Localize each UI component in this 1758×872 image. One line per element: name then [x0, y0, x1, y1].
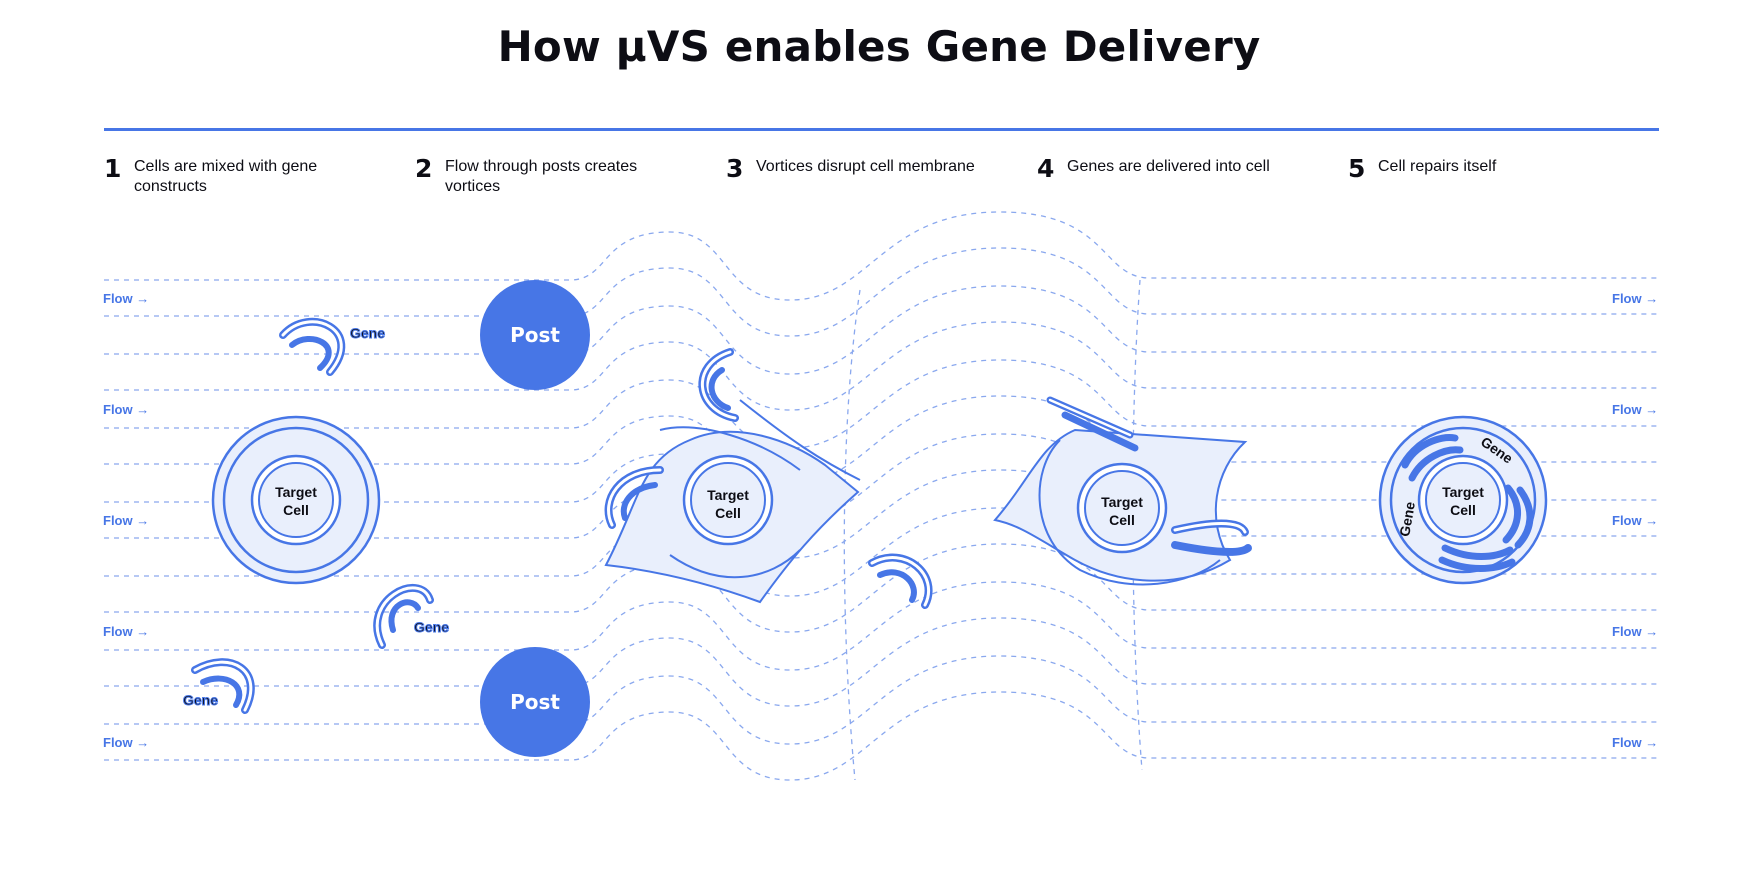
post-bottom: Post — [480, 647, 590, 757]
gene-construct — [373, 584, 434, 649]
post-top: Post — [480, 280, 590, 390]
step-3: 3 Vortices disrupt cell membrane — [726, 154, 1016, 184]
step-2-text: Flow through posts creates vortices — [445, 158, 638, 195]
flow-line — [104, 655, 1660, 745]
cell-label-line1: Target — [1442, 484, 1484, 500]
cell-membrane-fragment — [659, 426, 801, 471]
flow-label: Flow → — [103, 735, 149, 750]
cell-label-line1: Target — [1101, 494, 1143, 510]
flow-label: Flow → — [103, 402, 149, 417]
step-4: 4 Genes are delivered into cell — [1037, 154, 1327, 184]
step-1-number: 1 — [104, 154, 122, 183]
flow-label: Flow → — [103, 624, 149, 639]
step-4-text: Genes are delivered into cell — [1067, 158, 1270, 175]
step-1: 1 Cells are mixed with gene constructs — [104, 154, 394, 197]
diagram-title: How µVS enables Gene Delivery — [497, 22, 1261, 71]
post-label: Post — [510, 690, 560, 714]
cell-membrane-fragment — [669, 549, 801, 579]
step-2: 2 Flow through posts creates vortices — [415, 154, 705, 197]
step-5: 5 Cell repairs itself — [1348, 154, 1638, 184]
flow-labels: Flow → Flow → Flow → Flow → Flow → Flow … — [103, 291, 1658, 750]
flow-label: Flow → — [1612, 624, 1658, 639]
flow-label: Flow → — [1612, 735, 1658, 750]
cell-label-line1: Target — [707, 487, 749, 503]
cell-membrane-fragment — [739, 399, 861, 481]
flow-label: Flow → — [1612, 513, 1658, 528]
flow-line — [104, 581, 1660, 671]
gene-constructs: Gene Gene Gene — [183, 317, 1534, 714]
flow-label: Flow → — [1612, 402, 1658, 417]
gene-construct — [1401, 433, 1534, 572]
gene-label: Gene — [183, 692, 218, 708]
gene-label: Gene — [1396, 500, 1418, 537]
step-1-text: Cells are mixed with gene constructs — [134, 158, 318, 195]
flow-line — [104, 247, 1660, 337]
flow-label: Flow → — [1612, 291, 1658, 306]
flow-line — [104, 691, 1660, 781]
cell-label-line1: Target — [275, 484, 317, 500]
post-circle — [480, 280, 590, 390]
flow-line — [104, 211, 1660, 301]
gene-construct — [1171, 519, 1252, 556]
flow-line — [104, 543, 1660, 633]
flow-label: Flow → — [103, 291, 149, 306]
gene-label: Gene — [414, 619, 449, 635]
target-cell-4: Target Cell Gene Gene — [1378, 415, 1548, 585]
step-2-number: 2 — [415, 154, 433, 183]
post-label: Post — [510, 323, 560, 347]
step-5-text: Cell repairs itself — [1378, 158, 1497, 175]
cell-label-line2: Cell — [1109, 512, 1135, 528]
step-3-text: Vortices disrupt cell membrane — [756, 158, 975, 175]
cell-label-line2: Cell — [1450, 502, 1476, 518]
flow-line — [843, 289, 861, 781]
flow-line — [104, 359, 1660, 449]
cell-nucleus-inner — [690, 462, 766, 538]
gene-label: Gene — [350, 325, 385, 341]
gene-construct — [604, 466, 664, 529]
cell-nucleus-inner — [1425, 462, 1501, 538]
cell-membrane-fragment — [1038, 439, 1221, 586]
target-cell-2: Target Cell — [604, 399, 861, 604]
gene-construct — [191, 658, 255, 714]
gene-construct — [279, 317, 346, 376]
header-divider — [104, 128, 1659, 131]
gene-construct — [1046, 396, 1139, 452]
post-circle — [480, 647, 590, 757]
cell-nucleus-inner — [1084, 470, 1160, 546]
step-5-number: 5 — [1348, 154, 1366, 183]
target-cell-1: Target Cell — [211, 415, 381, 585]
flow-line — [104, 321, 1660, 411]
cell-membrane-inner — [222, 426, 370, 574]
flow-label: Flow → — [103, 513, 149, 528]
gene-construct — [698, 348, 739, 422]
step-4-number: 4 — [1037, 154, 1055, 183]
cell-label-line2: Cell — [283, 502, 309, 518]
step-3-number: 3 — [726, 154, 744, 183]
flow-line — [104, 617, 1660, 707]
gene-construct — [868, 553, 933, 609]
target-cell-3: Target Cell — [993, 428, 1248, 586]
flow-line — [104, 285, 1660, 375]
cell-membrane-inner — [1389, 426, 1537, 574]
cell-label-line2: Cell — [715, 505, 741, 521]
cell-nucleus-inner — [258, 462, 334, 538]
